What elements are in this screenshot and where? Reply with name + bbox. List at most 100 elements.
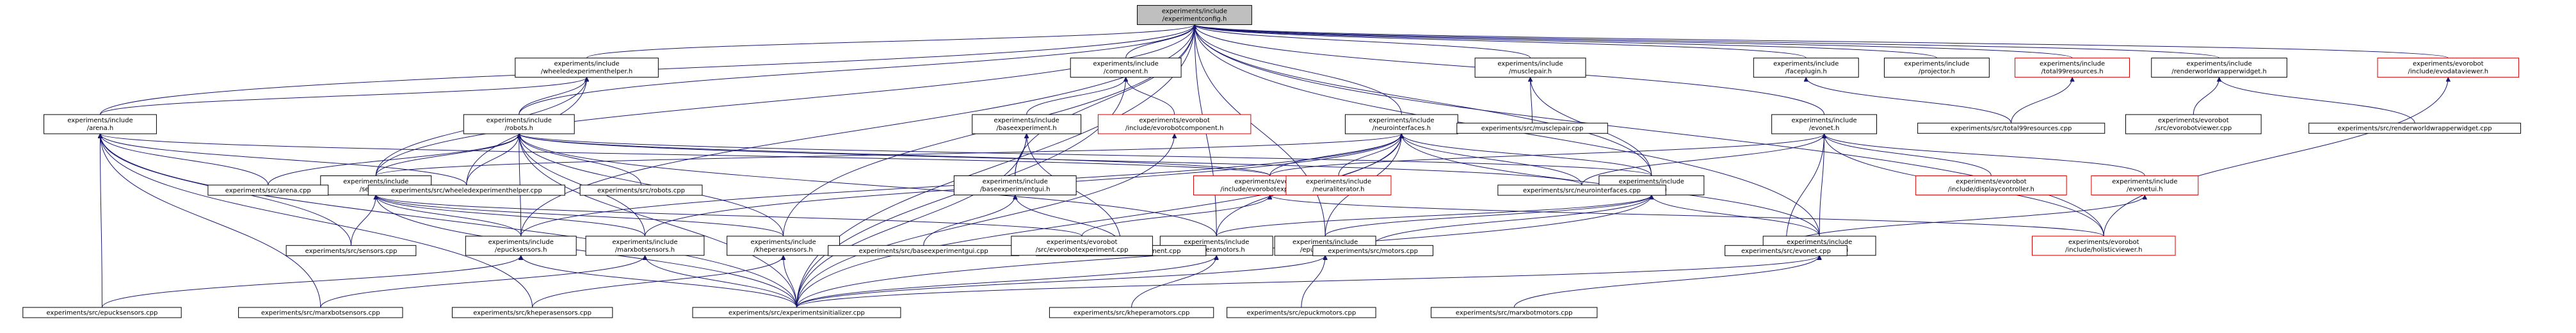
node-box [1725, 245, 1847, 256]
node-evonetui_h[interactable]: experiments/include/evonetui.h [2091, 175, 2199, 195]
node-marxsens_cpp[interactable]: experiments/src/marxbotsensors.cpp [238, 307, 403, 318]
node-renderworld_cpp[interactable]: experiments/src/renderworldwrapperwidget… [2308, 122, 2522, 134]
node-box [22, 307, 182, 318]
node-robots_cpp[interactable]: experiments/src/robots.cpp [579, 184, 703, 196]
node-label: experiments/include [343, 178, 408, 185]
edge-robots_h-sensors_h [375, 133, 519, 176]
edge-config-projector_h [1195, 24, 1937, 59]
edge-khepmot_h-khepmot_cpp [1131, 256, 1217, 308]
node-box [692, 307, 901, 318]
node-musclepair_cpp[interactable]: experiments/src/musclepair.cpp [1456, 122, 1608, 134]
edge-evonet_h-marxmot_h [1819, 134, 1824, 236]
node-projector_h[interactable]: experiments/include/projector.h [1883, 58, 1990, 78]
node-evocomp_h[interactable]: experiments/evorobot/include/evorobotcom… [1097, 114, 1252, 134]
node-epuckmot_cpp[interactable]: experiments/src/epuckmotors.cpp [1227, 307, 1376, 318]
node-khepsens_cpp[interactable]: experiments/src/kheperasensors.cpp [451, 307, 613, 318]
node-box [238, 307, 403, 318]
edge-config-neuroint_h [1195, 24, 1402, 115]
node-epucksens_cpp[interactable]: experiments/src/epucksensors.cpp [22, 307, 182, 318]
node-label: experiments/src/baseexperimentgui.cpp [859, 248, 988, 255]
node-label: experiments/src/evonet.cpp [1741, 248, 1831, 255]
edge-baseexpgui_h-baseexpgui_cpp [923, 195, 1015, 246]
edge-config-robots_h [519, 24, 1195, 115]
node-sensors_cpp[interactable]: experiments/src/sensors.cpp [286, 245, 417, 256]
edge-motors_h-epuckmot_h [1324, 195, 1652, 236]
node-label: /musclepair.h [1509, 69, 1552, 76]
node-label: /kheperasensors.h [753, 247, 812, 254]
edge-arena_h-marxsens_cpp [100, 134, 321, 308]
node-label: experiments/include [554, 61, 619, 68]
node-holistic_h[interactable]: experiments/evorobot/include/holisticvie… [2031, 236, 2176, 256]
node-box [207, 184, 329, 196]
node-wheeled_cpp[interactable]: experiments/src/wheeledexperimenthelper.… [367, 184, 565, 196]
edge-layer [100, 24, 2449, 308]
node-musclepair_h[interactable]: experiments/include/musclepair.h [1474, 58, 1586, 78]
edge-epuckmot_h-init_cpp [796, 255, 1325, 308]
node-box [1431, 307, 1598, 318]
edge-evoexp_h-holistic_h [1270, 195, 2104, 237]
node-label: experiments/evorobot [1047, 239, 1118, 246]
edge-arena_h-arena_cpp [100, 133, 269, 186]
node-khepmot_cpp[interactable]: experiments/src/kheperamotors.cpp [1049, 307, 1214, 318]
edge-config-musclepair_h [1195, 24, 1531, 59]
node-init_cpp[interactable]: experiments/src/experimentsinitializer.c… [692, 307, 901, 318]
node-label: experiments/include [1162, 8, 1227, 15]
node-baseexpgui_h[interactable]: experiments/include/baseexperimentgui.h [953, 175, 1077, 195]
node-label: experiments/src/musclepair.cpp [1481, 126, 1584, 133]
edge-neuroint_h-neuroint_cpp [1401, 133, 1582, 186]
node-robots_h[interactable]: experiments/include/robots.h [463, 114, 575, 134]
node-renderworld_h[interactable]: experiments/include/renderworldwrapperwi… [2151, 58, 2287, 78]
node-marxmot_cpp[interactable]: experiments/src/marxbotmotors.cpp [1431, 307, 1598, 318]
node-arena_cpp[interactable]: experiments/src/arena.cpp [207, 184, 329, 196]
node-label: experiments/include [1292, 239, 1358, 246]
edge-robots_h-arena_cpp [268, 133, 519, 186]
node-wheeled_h[interactable]: experiments/include/wheeledexperimenthel… [515, 58, 659, 78]
node-motors_cpp[interactable]: experiments/src/motors.cpp [1312, 245, 1434, 256]
node-evonet_h[interactable]: experiments/include/evonet.h [1771, 114, 1878, 134]
node-label: /renderworldwrapperwidget.h [2171, 69, 2267, 76]
node-label: /include/displaycontroller.h [1948, 186, 2034, 193]
node-config[interactable]: experiments/include/experimentconfig.h [1137, 4, 1252, 25]
node-khepsens_h[interactable]: experiments/include/kheperasensors.h [727, 236, 841, 256]
node-label: /total99resources.h [2041, 69, 2104, 76]
node-evodataview_h[interactable]: experiments/evorobot/include/evodataview… [2377, 58, 2520, 78]
node-baseexp_h[interactable]: experiments/include/baseexperiment.h [972, 114, 1082, 134]
node-label: /baseexperiment.h [997, 125, 1057, 132]
node-box [1753, 58, 1859, 78]
node-label: /include/evorobotexperiment.h [1220, 186, 1319, 193]
node-evonet_cpp[interactable]: experiments/src/evonet.cpp [1725, 245, 1847, 256]
node-baseexpgui_cpp[interactable]: experiments/src/baseexperimentgui.cpp [828, 245, 1020, 256]
edge-arena_h-evoexp_h [100, 133, 1271, 176]
node-total99_h[interactable]: experiments/include/total99resources.h [2015, 58, 2130, 78]
node-evoview_cpp[interactable]: experiments/evorobot/src/evorobotviewer.… [2125, 114, 2262, 134]
edge-evonet_h-evonet_cpp [1785, 134, 1824, 246]
node-faceplugin_h[interactable]: experiments/include/faceplugin.h [1753, 58, 1859, 78]
node-label: experiments/include [2040, 61, 2105, 68]
node-component_h[interactable]: experiments/include/component.h [1070, 58, 1182, 78]
node-neuraliter_h[interactable]: experiments/include/neuraliterator.h [1285, 175, 1392, 195]
edge-sensors_h-epucksens_h [376, 195, 522, 236]
node-label: experiments/include [1791, 117, 1856, 124]
node-evoexp_cpp[interactable]: experiments/evorobot/src/evorobotexperim… [1011, 236, 1153, 256]
node-epucksens_h[interactable]: experiments/include/epucksensors.h [465, 236, 577, 256]
edge-evonet_h-evoexp_h [1269, 133, 1824, 176]
node-display_h[interactable]: experiments/evorobot/include/displaycont… [1915, 175, 2067, 195]
node-neuroint_h[interactable]: experiments/include/neurointerfaces.h [1344, 114, 1458, 134]
edge-config-evodataview_h [1195, 24, 2449, 59]
node-label: experiments/include [750, 239, 816, 246]
node-arena_h[interactable]: experiments/include/arena.h [44, 114, 157, 134]
node-label: experiments/include [1184, 239, 1249, 246]
node-box [1312, 245, 1434, 256]
node-label: experiments/include [994, 117, 1059, 124]
node-box [579, 184, 703, 196]
node-total99_cpp[interactable]: experiments/src/total99resources.cpp [1917, 122, 2105, 134]
node-box [1011, 236, 1153, 256]
node-marxsens_h[interactable]: experiments/include/marxbotsensors.h [585, 236, 705, 256]
edge-evodataview_h-holistic_h [2103, 77, 2448, 236]
edge-config-faceplugin_h [1195, 24, 1807, 59]
node-neuroint_cpp[interactable]: experiments/src/neurointerfaces.cpp [1497, 184, 1666, 196]
node-label: /faceplugin.h [1785, 69, 1827, 76]
edge-config-wheeled_h [586, 24, 1195, 59]
node-layer: experiments/include/experimentconfig.hex… [22, 4, 2522, 318]
node-label: /neuraliterator.h [1312, 186, 1364, 193]
